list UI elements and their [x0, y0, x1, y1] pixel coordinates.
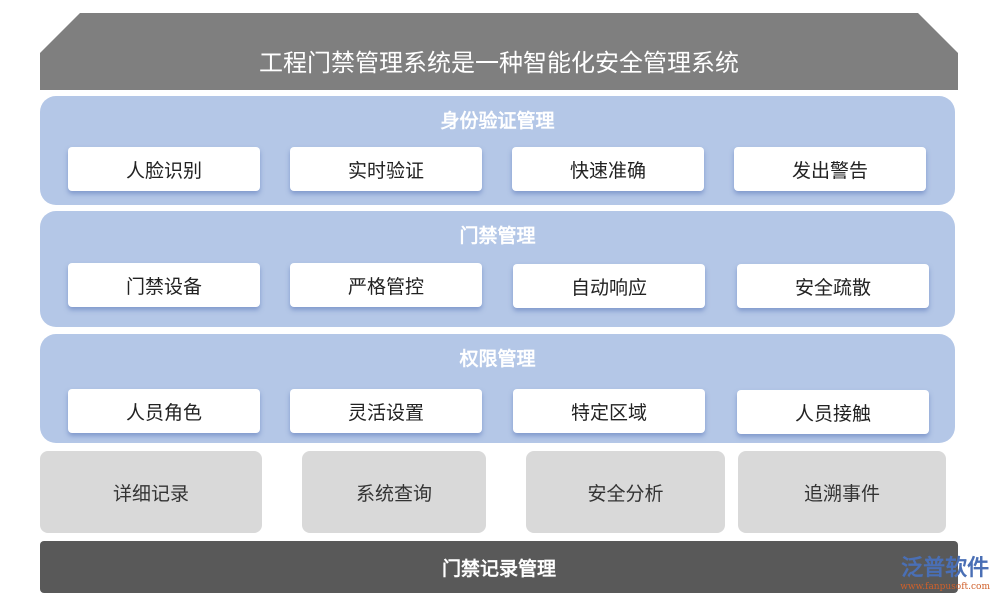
footer-bar: 门禁记录管理 — [40, 541, 958, 593]
item-card: 发出警告 — [734, 147, 926, 191]
feature-box: 安全分析 — [526, 451, 725, 533]
item-card: 灵活设置 — [290, 389, 482, 433]
item-card: 自动响应 — [513, 264, 705, 308]
item-card: 人脸识别 — [68, 147, 260, 191]
item-card: 快速准确 — [512, 147, 704, 191]
feature-box: 追溯事件 — [738, 451, 946, 533]
item-card: 特定区域 — [513, 389, 705, 433]
logo-name: 泛普软件 — [901, 556, 990, 581]
item-card: 安全疏散 — [737, 264, 929, 308]
logo: 泛普软件 www.fanpusoft.com — [900, 550, 990, 592]
section-identity-verification: 身份验证管理 人脸识别 实时验证 快速准确 发出警告 — [40, 96, 955, 205]
section-permission: 权限管理 人员角色 灵活设置 特定区域 人员接触 — [40, 334, 955, 443]
item-card: 严格管控 — [290, 263, 482, 307]
section-title: 权限管理 — [459, 348, 536, 370]
item-card: 人员角色 — [68, 389, 260, 433]
item-card: 实时验证 — [290, 147, 482, 191]
diagram-title-banner: 工程门禁管理系统是一种智能化安全管理系统 — [40, 13, 958, 90]
logo-url: www.fanpusoft.com — [900, 582, 990, 592]
feature-box: 详细记录 — [40, 451, 262, 533]
section-access-control: 门禁管理 门禁设备 严格管控 自动响应 安全疏散 — [40, 211, 955, 327]
feature-box: 系统查询 — [302, 451, 486, 533]
section-title: 身份验证管理 — [440, 110, 555, 132]
item-card: 人员接触 — [737, 390, 929, 434]
section-title: 门禁管理 — [459, 225, 536, 247]
diagram-title: 工程门禁管理系统是一种智能化安全管理系统 — [259, 49, 739, 77]
item-card: 门禁设备 — [68, 263, 260, 307]
